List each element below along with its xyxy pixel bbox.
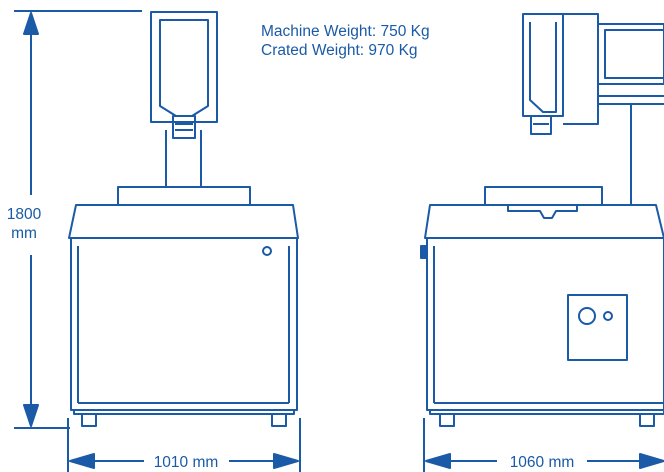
arrow-right-icon — [639, 453, 664, 469]
control-knob-icon — [578, 307, 596, 325]
arrow-down-icon — [23, 404, 39, 427]
front-width-label: 1010 mm — [154, 454, 219, 471]
indicator-icon — [603, 311, 613, 321]
arrow-right-icon — [273, 453, 299, 469]
side-view — [420, 13, 664, 427]
crated-weight-label: Crated Weight: 970 Kg — [261, 42, 418, 59]
height-value-label: 1800 — [7, 206, 42, 223]
height-unit-label: mm — [11, 225, 37, 242]
arrow-left-icon — [69, 453, 95, 469]
arrow-left-icon — [425, 453, 451, 469]
height-dimension — [14, 10, 142, 429]
control-panel — [567, 294, 628, 361]
arrow-up-icon — [23, 12, 39, 35]
control-knob-icon — [262, 246, 272, 256]
machine-weight-label: Machine Weight: 750 Kg — [261, 23, 430, 40]
front-width-dimension — [67, 418, 301, 472]
front-view — [68, 11, 299, 427]
side-width-label: 1060 mm — [510, 454, 575, 471]
side-width-dimension — [423, 418, 664, 472]
